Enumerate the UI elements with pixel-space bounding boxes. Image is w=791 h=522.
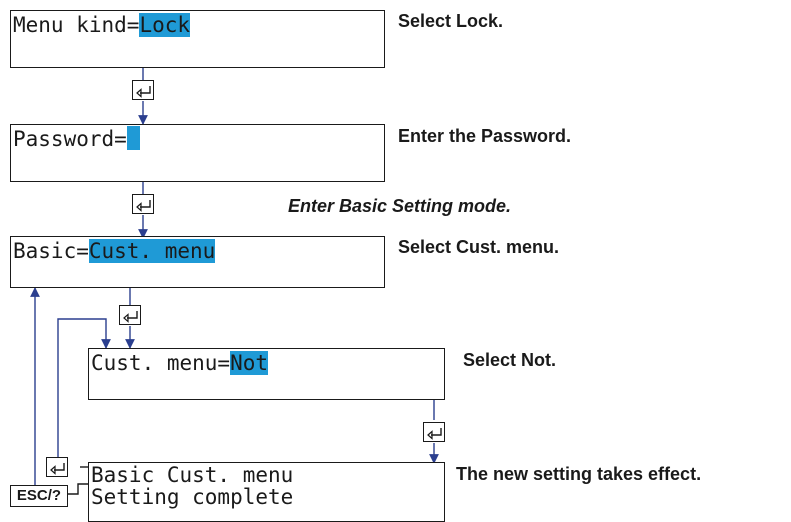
enter-key-3 — [119, 305, 141, 325]
lcd-screen-setting-complete: Basic Cust. menu Setting complete — [88, 462, 445, 522]
lcd-line-2: Setting complete — [91, 485, 294, 509]
enter-key-1 — [132, 80, 154, 100]
password-prefix: Password= — [13, 127, 127, 151]
lcd-line: Cust. menu=Not — [91, 350, 269, 376]
enter-key-5 — [46, 457, 68, 477]
lcd-screen-basic: Basic=Cust. menu — [10, 236, 385, 288]
key-connector — [68, 483, 90, 495]
lcd-screen-menu-kind: Menu kind=Lock — [10, 10, 385, 68]
enter-key-icon — [136, 200, 151, 212]
enter-key-icon — [50, 463, 65, 475]
enter-key-icon — [427, 428, 442, 440]
caption-select-not: Select Not. — [463, 350, 557, 370]
input-cursor — [126, 126, 140, 150]
caption-select-lock: Select Lock. — [398, 11, 504, 31]
enter-key-icon — [123, 311, 138, 323]
basic-prefix: Basic= — [13, 239, 89, 263]
cust-menu-value: Not — [230, 351, 269, 375]
lcd-line: Menu kind=Lock — [13, 12, 191, 38]
arrow-esc-loop-to-4 — [57, 318, 111, 457]
caption-enter-password: Enter the Password. — [398, 126, 572, 146]
esc-key: ESC/? — [10, 485, 68, 507]
basic-value: Cust. menu — [88, 239, 216, 263]
menu-kind-prefix: Menu kind= — [13, 13, 140, 37]
enter-key-icon — [136, 86, 151, 98]
lcd-line: Password= — [13, 126, 140, 152]
menu-kind-value: Lock — [139, 13, 191, 37]
lcd-line-1: Basic Cust. menu — [91, 463, 294, 487]
cust-menu-prefix: Cust. menu= — [91, 351, 231, 375]
lcd-line: Basic=Cust. menu — [13, 238, 216, 264]
enter-key-4 — [423, 422, 445, 442]
lcd-screen-password: Password= — [10, 124, 385, 182]
caption-enter-basic-mode: Enter Basic Setting mode. — [288, 196, 512, 216]
caption-takes-effect: The new setting takes effect. — [456, 464, 702, 484]
enter-key-2 — [132, 194, 154, 214]
caption-select-cust-menu: Select Cust. menu. — [398, 237, 560, 257]
lcd-screen-cust-menu: Cust. menu=Not — [88, 348, 445, 400]
